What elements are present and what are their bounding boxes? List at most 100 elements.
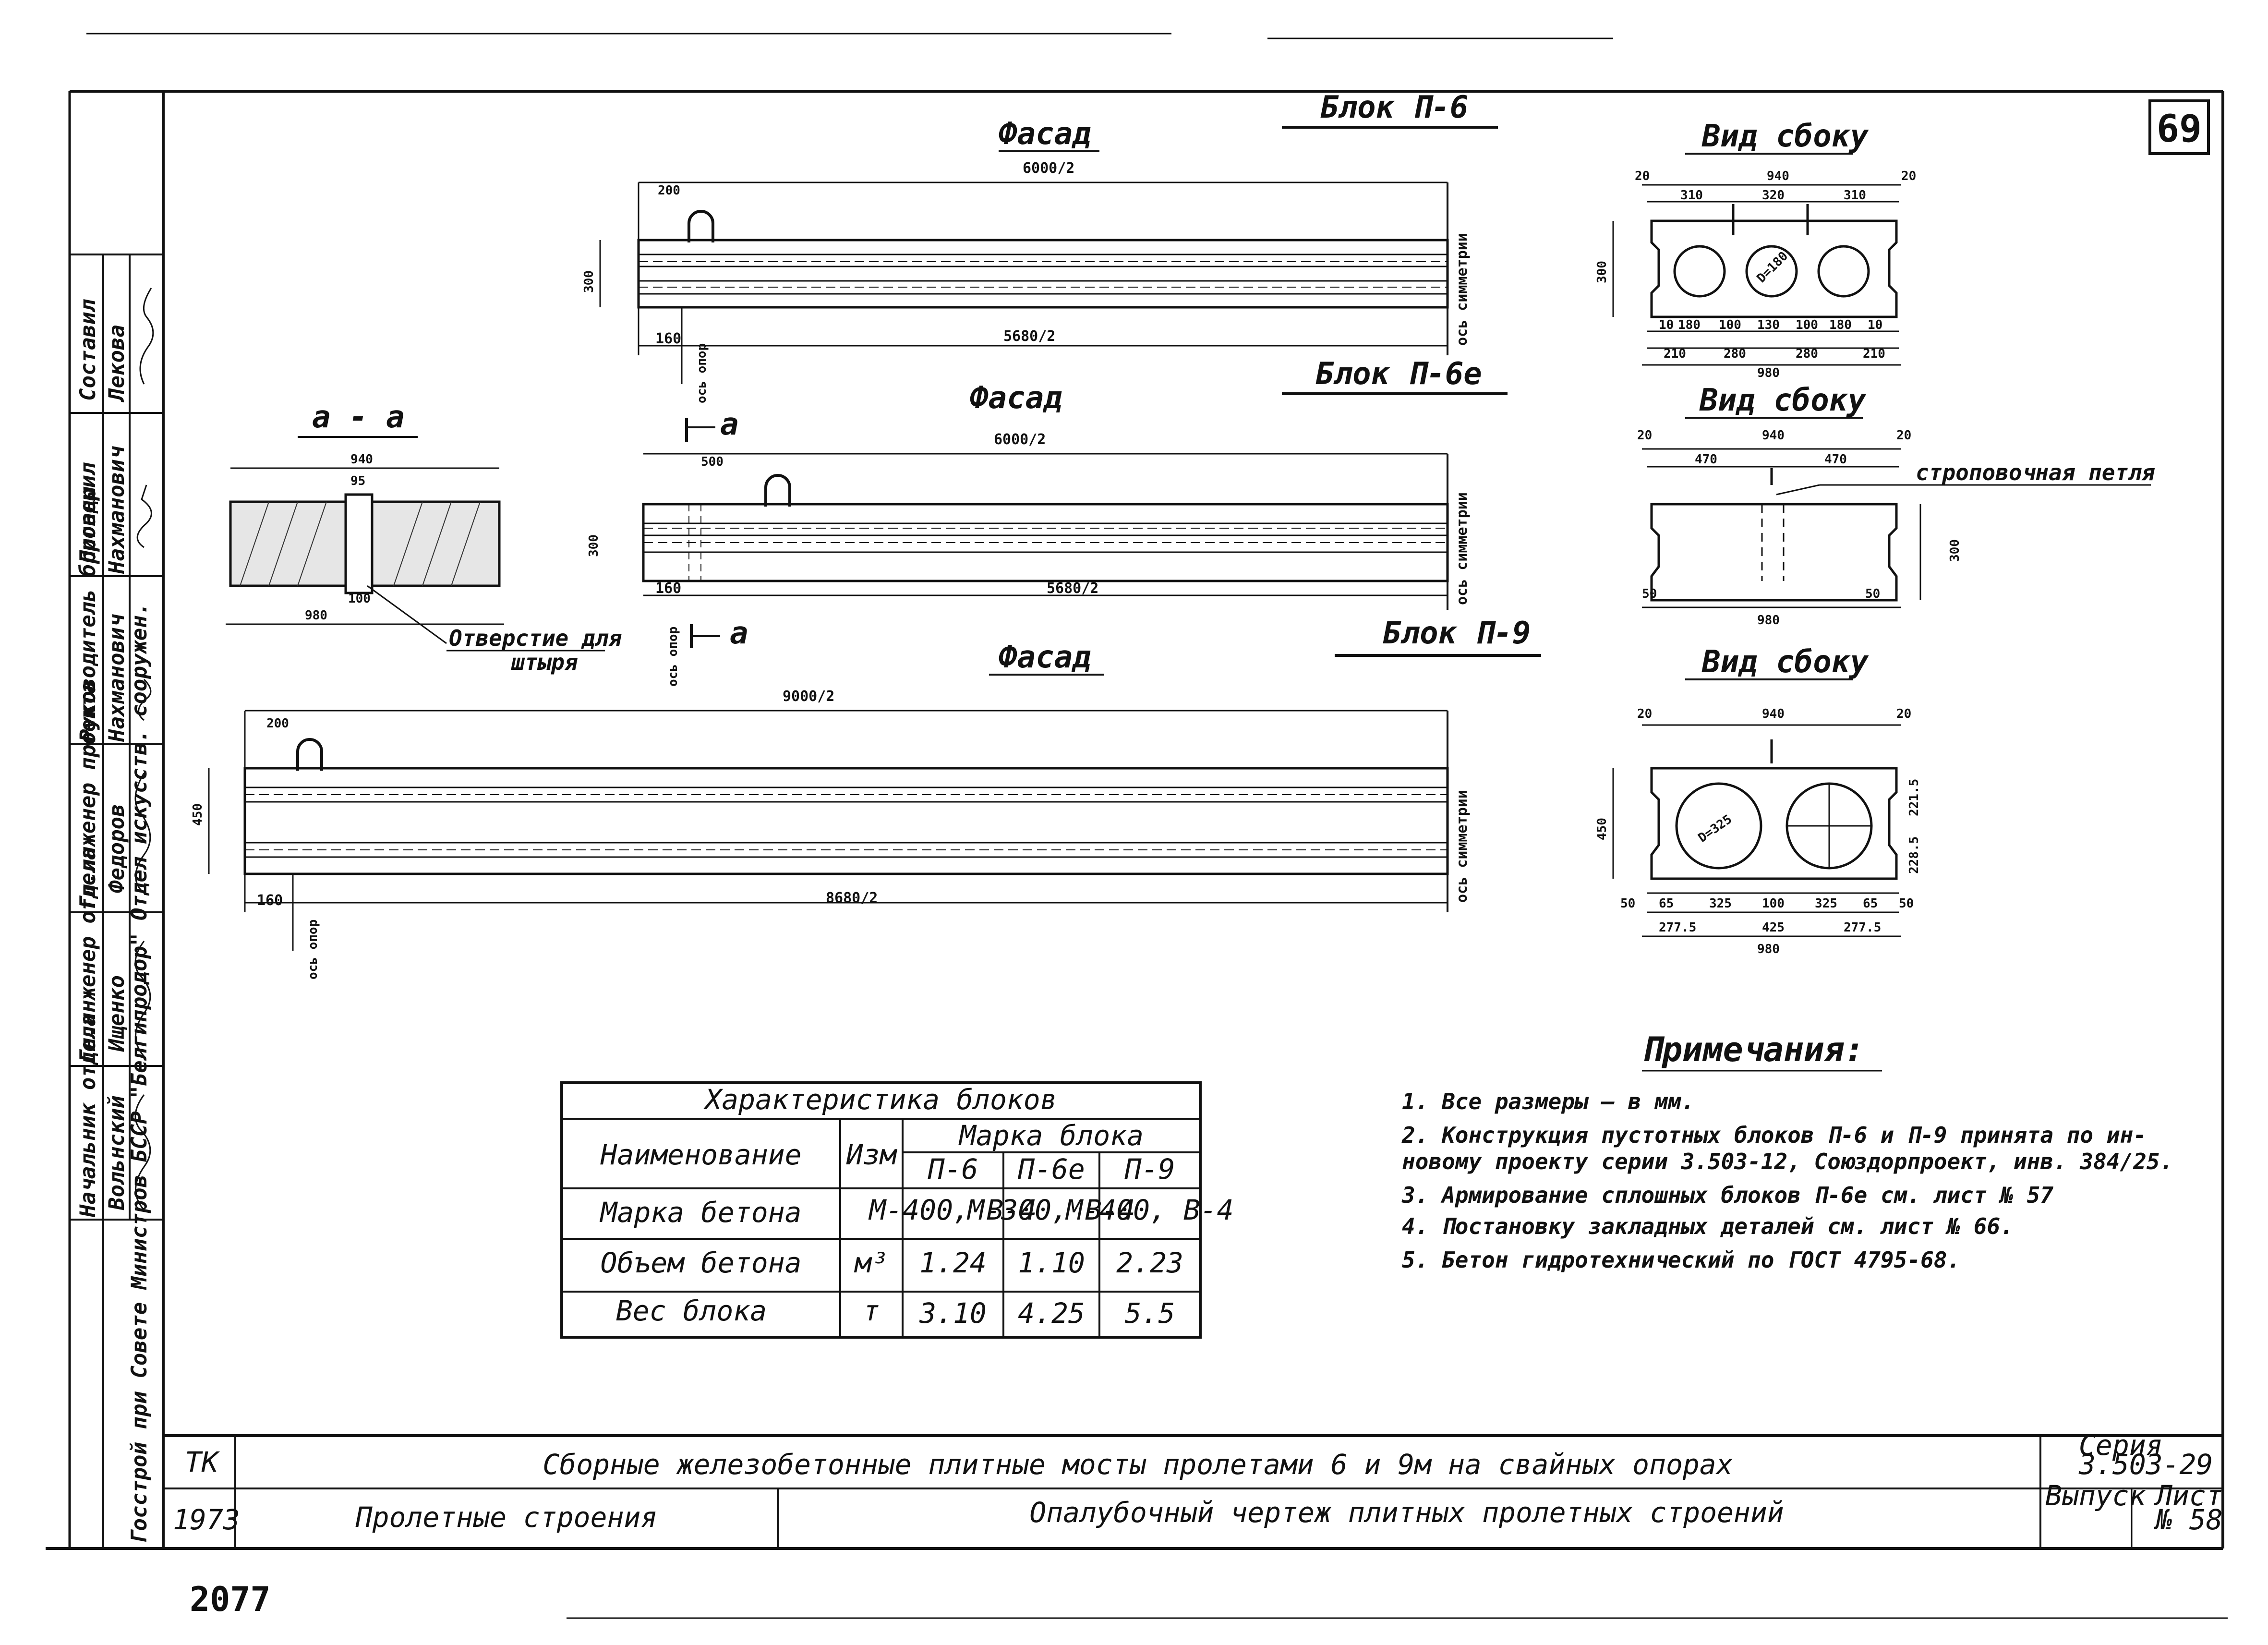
svg-text:280: 280 bbox=[1796, 347, 1818, 361]
sheet-label: Лист bbox=[2154, 1479, 2223, 1512]
p9-right-0: 221.5 bbox=[1907, 779, 1921, 816]
p9-side-view: Вид сбоку 20 940 20 D=325 450 221.5 228.… bbox=[1595, 644, 1921, 956]
section-980: 980 bbox=[305, 608, 327, 623]
stamp-role-3: Руководитель бригады bbox=[76, 486, 100, 742]
svg-text:130: 130 bbox=[1757, 318, 1780, 332]
table-row-2-name: Вес блока bbox=[616, 1294, 767, 1327]
p9-title: Блок П-9 bbox=[1383, 616, 1531, 651]
note-3: 3. Армирование сплошных блоков П-6е см. … bbox=[1401, 1182, 2053, 1208]
p9-side-label: Вид сбоку bbox=[1701, 644, 1869, 680]
p6-bottom-dims-1: 10 180 100 130 100 180 10 bbox=[1659, 318, 1882, 332]
p6-support-axis: ось опор bbox=[695, 343, 709, 403]
p6e-len-dim: 6000/2 bbox=[994, 431, 1046, 448]
title-subtitle-right: Опалубочный чертеж плитных пролетных стр… bbox=[1029, 1496, 1784, 1529]
table-row-2-v1: 4.25 bbox=[1018, 1297, 1085, 1330]
p9-right-1: 228.5 bbox=[1907, 836, 1921, 874]
p9-side-20-right: 20 bbox=[1896, 707, 1911, 721]
p6-len-dim: 6000/2 bbox=[1023, 160, 1074, 177]
p6-facade: Блок П-6 Фасад 6000/2 200 ось симметрии … bbox=[582, 90, 1498, 403]
signature-5 bbox=[134, 941, 151, 1057]
p6e-top-0: 470 bbox=[1695, 452, 1717, 467]
table-row-1-v0: 1.24 bbox=[919, 1246, 987, 1279]
p6e-support-axis: ось опор bbox=[666, 627, 680, 687]
p6-200-dim: 200 bbox=[658, 183, 680, 198]
p9-200-dim: 200 bbox=[266, 716, 289, 731]
p9-inner-dim: 8680/2 bbox=[826, 890, 878, 907]
svg-text:210: 210 bbox=[1664, 347, 1686, 361]
p6-160-dim: 160 bbox=[655, 330, 681, 347]
table-row-2-v2: 5.5 bbox=[1125, 1297, 1175, 1330]
p6-facade-label: Фасад bbox=[999, 116, 1091, 152]
p9-bottom-dims-2: 277.5 425 277.5 bbox=[1659, 920, 1881, 935]
note-2-cont: новому проекту серии 3.503-12, Союздорпр… bbox=[1402, 1149, 2173, 1174]
p9-diameter: D=325 bbox=[1696, 812, 1735, 845]
svg-text:325: 325 bbox=[1815, 896, 1837, 911]
sheet-number: № 58 bbox=[2154, 1503, 2223, 1536]
note-5: 5. Бетон гидротехнический по ГОСТ 4795-6… bbox=[1402, 1247, 1960, 1273]
stamp-name-1: Лекова bbox=[105, 325, 129, 402]
svg-text:277.5: 277.5 bbox=[1659, 920, 1696, 935]
p6e-500-dim: 500 bbox=[701, 455, 724, 469]
stamp-name-2: Нахманович bbox=[105, 446, 129, 574]
svg-text:100: 100 bbox=[1796, 318, 1818, 332]
p9-len-dim: 9000/2 bbox=[783, 688, 834, 705]
svg-text:210: 210 bbox=[1863, 347, 1885, 361]
note-2: 2. Конструкция пустотных блоков П-6 и П-… bbox=[1401, 1122, 2147, 1148]
characteristics-table: Характеристика блоков Наименование Изм М… bbox=[560, 1081, 1234, 1339]
table-row-0-v2: М-400, В-4 bbox=[1065, 1194, 1233, 1226]
table-row-1-v2: 2.23 bbox=[1116, 1246, 1183, 1279]
table-row-2-v0: 3.10 bbox=[919, 1297, 987, 1330]
stamp-name-3: Нахманович bbox=[105, 614, 129, 742]
table-col-name: Наименование bbox=[600, 1138, 801, 1171]
svg-text:425: 425 bbox=[1762, 920, 1785, 935]
table-row-1-v1: 1.10 bbox=[1018, 1246, 1085, 1279]
section-aa: а - а 940 95 980 100 Отверстие для штыря bbox=[226, 399, 622, 675]
svg-text:100: 100 bbox=[1719, 318, 1741, 332]
svg-text:100: 100 bbox=[1762, 896, 1785, 911]
signature-1 bbox=[139, 288, 154, 385]
stamp-role-6: Начальник отдела bbox=[76, 1014, 100, 1218]
table-row-0-v0: М-400, В-4 bbox=[868, 1194, 1037, 1226]
p9-support-axis: ось опор bbox=[306, 919, 320, 980]
table-row-0-v1: М-300, В-4 bbox=[966, 1194, 1135, 1226]
svg-text:280: 280 bbox=[1724, 347, 1746, 361]
table-row-1-name: Объем бетона bbox=[600, 1246, 801, 1279]
p6-symmetry-axis: ось симметрии bbox=[1454, 233, 1471, 346]
series-label: Серия bbox=[2079, 1429, 2163, 1462]
svg-text:10: 10 bbox=[1659, 318, 1674, 332]
p6-side-980: 980 bbox=[1757, 366, 1780, 380]
p6-top-1: 320 bbox=[1762, 188, 1785, 203]
p6e-title: Блок П-6е bbox=[1315, 356, 1482, 392]
svg-text:180: 180 bbox=[1678, 318, 1701, 332]
title-block: ТК 1973 Сборные железобетонные плитные м… bbox=[163, 1429, 2223, 1548]
issue-label: Выпуск bbox=[2045, 1479, 2147, 1512]
p6-title: Блок П-6 bbox=[1320, 90, 1468, 125]
p6e-side-label: Вид сбоку bbox=[1699, 383, 1867, 418]
table-row-0-name: Марка бетона bbox=[599, 1196, 801, 1229]
p6-top-2: 310 bbox=[1844, 188, 1866, 203]
p6-inner-dim: 5680/2 bbox=[1003, 328, 1055, 345]
p9-side-940: 940 bbox=[1762, 707, 1785, 721]
page-number-box: 69 bbox=[2148, 99, 2210, 155]
title-subtitle-left: Пролетные строения bbox=[355, 1501, 658, 1534]
notes-title: Примечания: bbox=[1642, 1030, 1865, 1069]
p9-facade: Блок П-9 Фасад 9000/2 200 ось симметрии … bbox=[191, 616, 1541, 980]
stamp-name-4: Федоров bbox=[105, 804, 129, 893]
p6e-side-20-left: 20 bbox=[1637, 428, 1652, 443]
svg-text:50: 50 bbox=[1899, 896, 1914, 911]
p6e-side-940: 940 bbox=[1762, 428, 1785, 443]
note-4: 4. Постановку закладных деталей см. лист… bbox=[1402, 1213, 2014, 1239]
p6e-side-view: Вид сбоку 20 940 20 470 470 строповочная… bbox=[1637, 383, 2155, 628]
p6e-side-50-right: 50 bbox=[1865, 587, 1880, 601]
svg-text:325: 325 bbox=[1709, 896, 1732, 911]
p9-side-980: 980 bbox=[1757, 942, 1780, 956]
signature-3 bbox=[138, 678, 152, 721]
p6-side-20-right: 20 bbox=[1901, 169, 1916, 183]
notes: Примечания: 1. Все размеры – в мм. 2. Ко… bbox=[1401, 1030, 2173, 1273]
p6e-top-1: 470 bbox=[1824, 452, 1847, 467]
p6e-300-dim: 300 bbox=[587, 534, 601, 557]
p9-450-dim: 450 bbox=[191, 803, 205, 826]
section-mark-bottom: а bbox=[730, 616, 748, 651]
p9-side-450: 450 bbox=[1595, 818, 1609, 840]
left-stamp: Составил Лекова Проверил Нахманович Руко… bbox=[70, 254, 163, 1548]
